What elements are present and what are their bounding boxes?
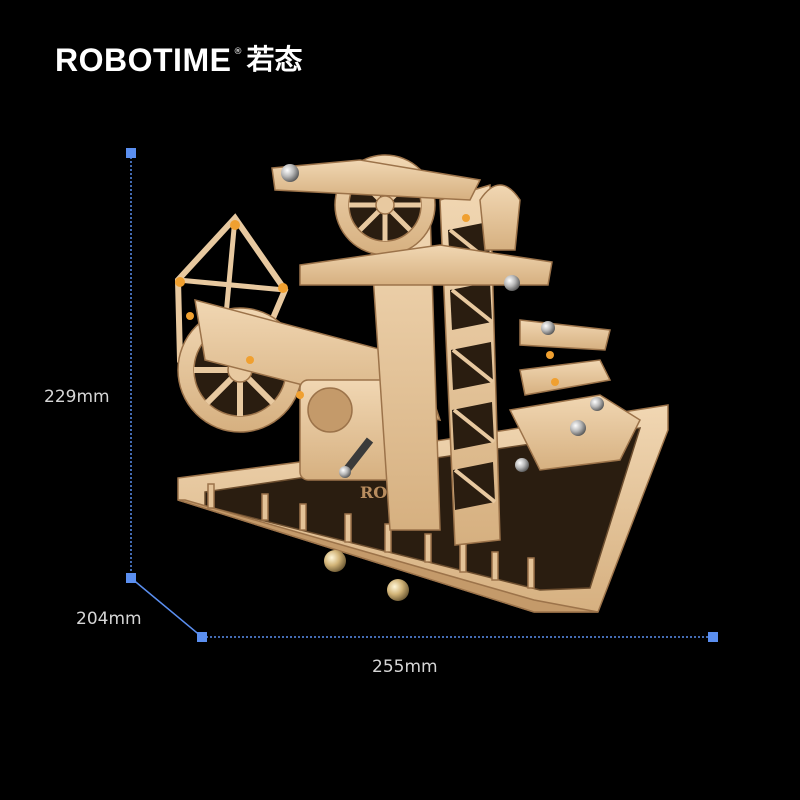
- tower-arch: [479, 184, 521, 251]
- marble: [387, 579, 409, 601]
- dimension-marker: [197, 632, 207, 642]
- width-label: 255mm: [372, 657, 438, 677]
- marbles: [281, 164, 604, 601]
- dimension-markers: [126, 148, 718, 642]
- dimension-lines: [130, 153, 713, 638]
- marble-run-model: ROKR: [174, 154, 669, 613]
- dimension-marker: [126, 148, 136, 158]
- marble: [570, 420, 586, 436]
- brand-name: ROBOTIME: [55, 42, 232, 78]
- dimension-marker: [708, 632, 718, 642]
- right-ramp: [519, 319, 611, 351]
- orange-pegs: [186, 214, 559, 399]
- dimension-marker: [126, 573, 136, 583]
- depth-dimension-line: [130, 577, 203, 638]
- depth-label: 204mm: [76, 609, 142, 629]
- brand-logo: ROBOTIME ® 若态: [55, 40, 302, 80]
- marble: [504, 275, 520, 291]
- base-front-slots: [207, 483, 535, 589]
- marble: [515, 458, 529, 472]
- upper-ramp: [299, 244, 553, 286]
- registered-mark: ®: [233, 47, 243, 57]
- height-label: 229mm: [44, 387, 110, 407]
- marble: [541, 321, 555, 335]
- base-tray-front-edge: [177, 499, 599, 613]
- marble: [324, 550, 346, 572]
- top-track: [271, 159, 482, 201]
- marble: [590, 397, 604, 411]
- marble: [281, 164, 299, 182]
- brand-chinese-name: 若态: [246, 43, 303, 76]
